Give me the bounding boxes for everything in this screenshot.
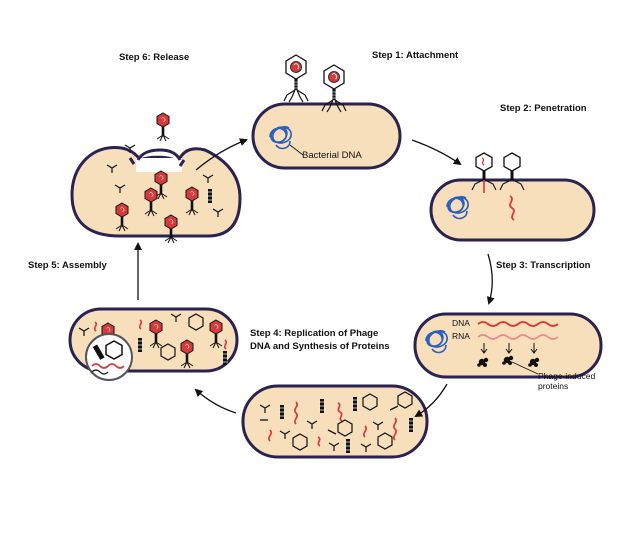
step1-label: Step 1: Attachment <box>372 50 459 61</box>
phage-rna-strand-icon <box>477 334 559 340</box>
bacteriophage-icon <box>283 54 309 103</box>
step3-label: Step 3: Transcription <box>496 260 591 271</box>
cell-assembly <box>68 307 239 381</box>
rna-label: RNA <box>452 331 470 341</box>
bacterial-dna-label: Bacterial DNA <box>302 150 362 161</box>
empty-phage-icon <box>499 152 525 191</box>
phage-dna-strand-icon <box>268 401 397 447</box>
phage-dna-strand-icon <box>509 195 515 221</box>
cell-transcription <box>413 312 603 379</box>
bacteriophage-icon <box>156 112 170 142</box>
phage-proteins-label-line1: Phage-induced <box>538 371 596 381</box>
cell-attachment <box>251 54 402 170</box>
phage-dna-strand-icon <box>477 321 559 327</box>
step6-label: Step 6: Release <box>119 52 190 63</box>
cycle-arrows <box>134 138 495 418</box>
step2-label: Step 2: Penetration <box>500 103 587 114</box>
phage-proteins-label-line2: proteins <box>538 381 569 391</box>
step4-label-line2: DNA and Synthesis of Proteins <box>250 341 390 352</box>
cell-penetration <box>429 152 596 242</box>
magnifier-circle-icon <box>85 333 133 381</box>
empty-phage-icon <box>471 152 497 193</box>
step5-label: Step 5: Assembly <box>28 260 107 271</box>
dna-label: DNA <box>452 318 470 328</box>
step4-label-line1: Step 4: Replication of Phage <box>250 328 379 339</box>
cell-replication <box>241 384 429 459</box>
cell-release <box>70 112 242 244</box>
